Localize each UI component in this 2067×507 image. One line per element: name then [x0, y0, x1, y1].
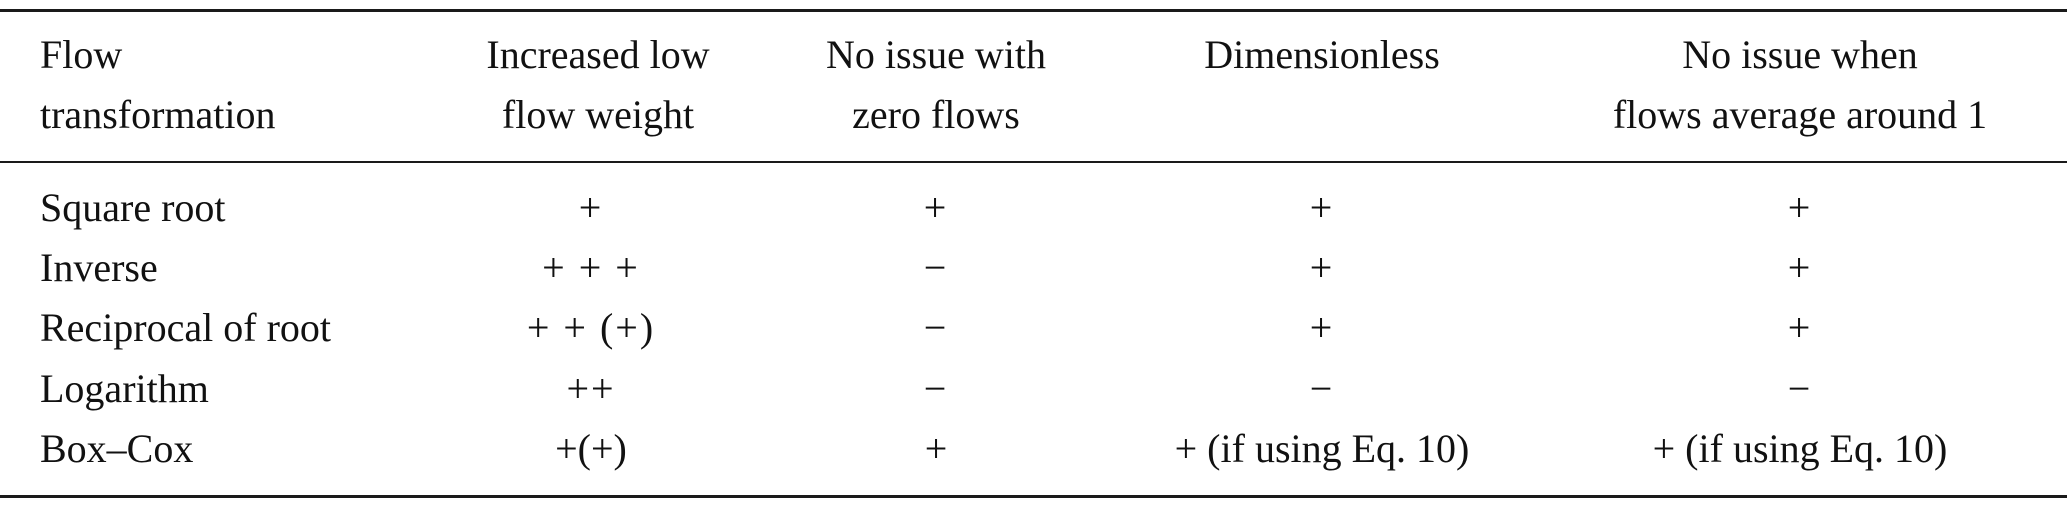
row-label: Reciprocal of root	[40, 305, 331, 350]
cell-dimensionless: + (if using Eq. 10)	[1174, 426, 1470, 471]
cell-zero-flows: +	[923, 185, 949, 230]
header-flow-transformation-line2: transformation	[40, 92, 276, 137]
cell-dimensionless: +	[1309, 245, 1335, 290]
cell-low-flow-weight: +(+)	[555, 426, 627, 471]
cell-dimensionless: +	[1309, 185, 1335, 230]
header-increased-low-flow-weight-line1: Increased low	[486, 32, 710, 77]
cell-low-flow-weight: + + +	[542, 245, 640, 290]
cell-zero-flows: −	[923, 305, 949, 350]
cell-zero-flows: −	[923, 245, 949, 290]
cell-zero-flows: +	[924, 426, 948, 471]
cell-average-one: +	[1787, 305, 1813, 350]
header-flow-transformation-line1: Flow	[40, 32, 123, 77]
cell-low-flow-weight: +	[578, 185, 604, 230]
header-no-issue-average-one-line2: flows average around 1	[1612, 92, 1988, 137]
cell-average-one: + (if using Eq. 10)	[1652, 426, 1948, 471]
cell-zero-flows: −	[923, 366, 949, 411]
bottom-rule	[0, 495, 2067, 498]
header-no-issue-zero-flows-line2: zero flows	[852, 92, 1020, 137]
row-label: Square root	[40, 185, 226, 230]
header-dimensionless: Dimensionless	[1204, 32, 1440, 77]
cell-dimensionless: −	[1309, 366, 1335, 411]
row-label: Logarithm	[40, 366, 209, 411]
cell-dimensionless: +	[1309, 305, 1335, 350]
header-increased-low-flow-weight-line2: flow weight	[501, 92, 695, 137]
header-no-issue-average-one-line1: No issue when	[1682, 32, 1918, 77]
cell-average-one: +	[1787, 185, 1813, 230]
header-rule	[0, 161, 2067, 163]
cell-low-flow-weight: ++	[566, 366, 616, 411]
cell-average-one: −	[1787, 366, 1813, 411]
cell-average-one: +	[1787, 245, 1813, 290]
row-label: Inverse	[40, 245, 158, 290]
cell-low-flow-weight: + + (+)	[526, 305, 656, 350]
top-rule	[0, 9, 2067, 12]
header-no-issue-zero-flows-line1: No issue with	[826, 32, 1046, 77]
row-label: Box–Cox	[40, 426, 194, 471]
